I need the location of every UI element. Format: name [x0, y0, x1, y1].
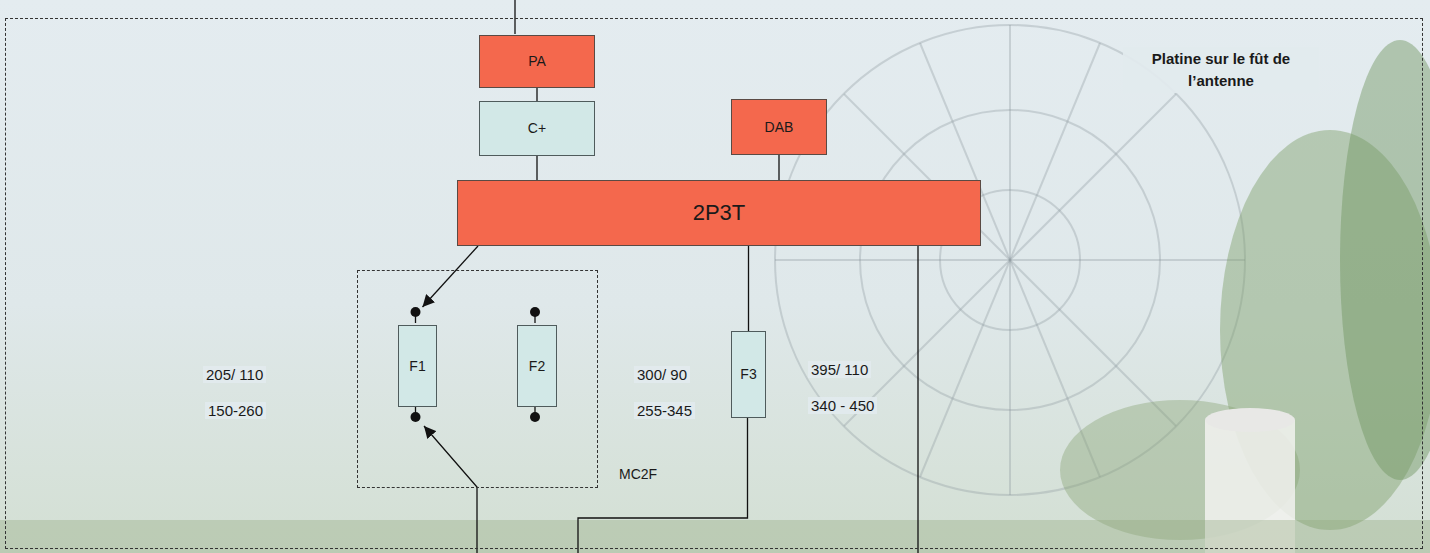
output-wire: [578, 417, 748, 553]
contact-dot: [411, 412, 421, 422]
band-label: 300/ 90: [634, 366, 690, 383]
band-label: 205/ 110: [203, 366, 266, 383]
box-label: 2P3T: [693, 200, 746, 226]
box-label: F1: [409, 358, 425, 375]
connector: [778, 155, 779, 180]
box-label: C+: [528, 120, 546, 137]
output-wire: [917, 245, 918, 553]
coupler-box: C+: [479, 101, 595, 156]
group-heading: MC2F: [619, 464, 679, 484]
feed-wire: [514, 0, 515, 34]
filter-group: F1F2MC2F: [357, 270, 598, 488]
box-label: F3: [740, 366, 756, 383]
receiver-box: DAB: [731, 99, 827, 155]
connector: [423, 246, 479, 307]
heading-holder: MC2F: [619, 464, 679, 484]
filter-box: F1: [398, 325, 437, 407]
box-label: F2: [529, 358, 545, 375]
switch-box: 2P3T: [457, 180, 981, 246]
contact-dot: [530, 412, 540, 422]
wires: [416, 0, 919, 553]
heading-holder: Platine sur le fût de l’antenne: [1123, 47, 1319, 93]
connector: [748, 246, 749, 331]
band-label: 255-345: [634, 402, 695, 419]
filter-box: F2: [517, 325, 557, 407]
switch-arrow: [424, 426, 477, 553]
band-label: 395/ 110: [808, 361, 871, 378]
filter-box: F3: [731, 331, 766, 418]
board-heading: Platine sur le fût de l’antenne: [1123, 47, 1319, 93]
box-label: DAB: [765, 119, 794, 136]
band-label: 150-260: [205, 402, 266, 419]
board-region: PA C+ DAB 2P3T F1 F2MC2F F3 Platine sur le fût …: [5, 18, 1423, 549]
band-label: 340 - 450: [808, 397, 877, 414]
contact-dot: [411, 307, 421, 317]
trees-illustration: [0, 40, 1430, 553]
connector: [536, 88, 537, 101]
contact-dot: [530, 307, 540, 317]
connector: [536, 156, 537, 180]
box-label: PA: [528, 53, 546, 70]
amplifier-box: PA: [479, 35, 595, 88]
